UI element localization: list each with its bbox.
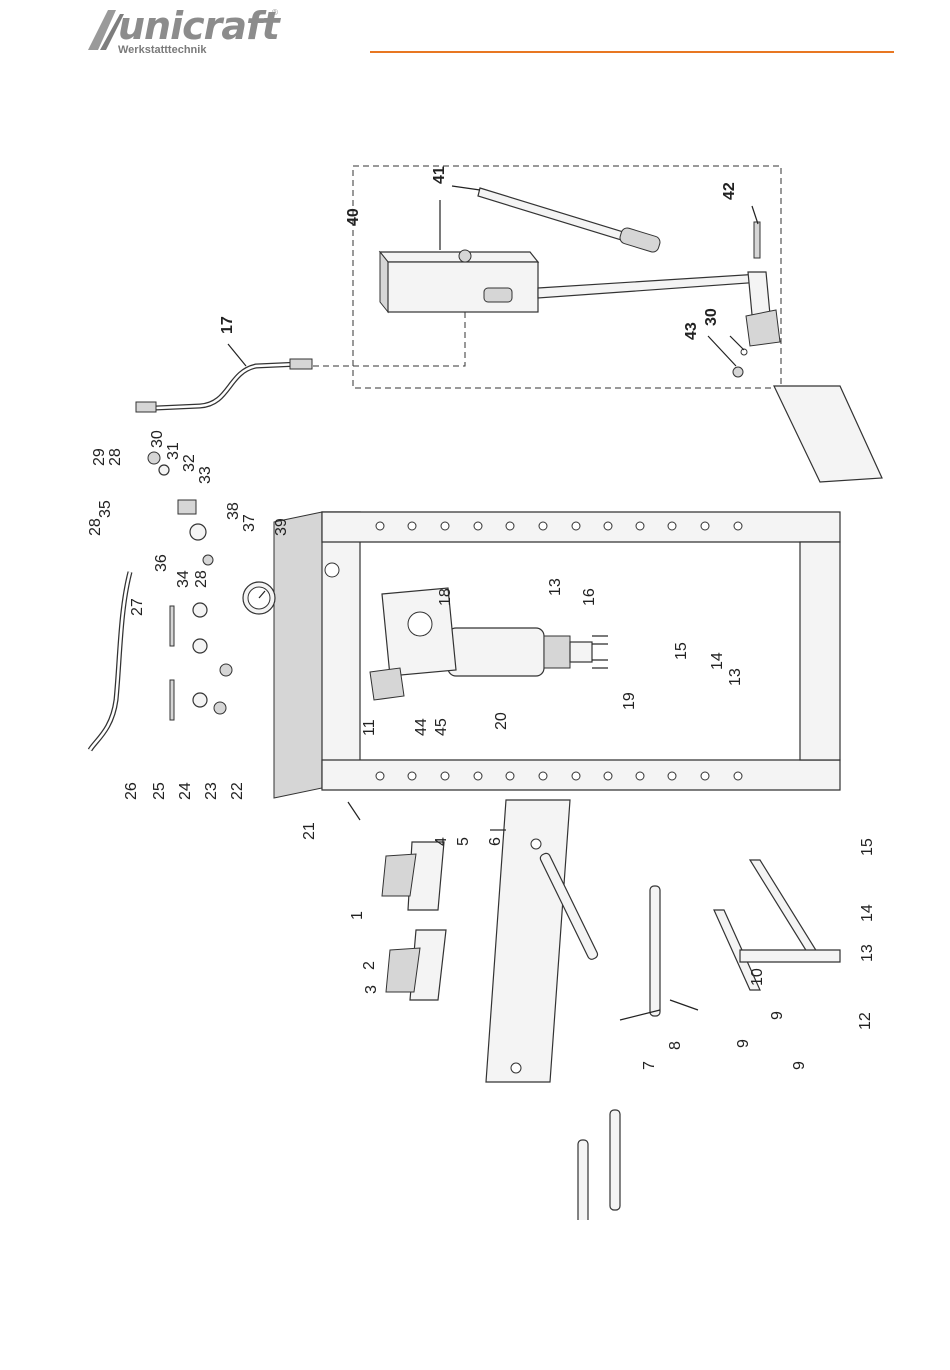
- callout-13c: 13: [859, 944, 876, 962]
- callout-14b: 14: [859, 904, 876, 922]
- callout-27: 27: [129, 598, 146, 616]
- callout-26: 26: [123, 782, 140, 800]
- header-rule: [370, 51, 894, 53]
- callout-16: 16: [581, 588, 598, 606]
- callout-5: 5: [455, 837, 472, 846]
- callout-29: 29: [91, 448, 108, 466]
- callout-18: 18: [437, 588, 454, 606]
- logo-tagline: Werkstatttechnik: [118, 44, 206, 56]
- callout-40: 40: [345, 208, 362, 226]
- callout-42: 42: [721, 182, 738, 200]
- callout-28a: 28: [107, 448, 124, 466]
- callout-28c: 28: [193, 570, 210, 588]
- pump-assembly-group: [308, 166, 781, 388]
- callout-15a: 15: [673, 642, 690, 660]
- callout-32: 32: [181, 454, 198, 472]
- v-block-tools: [382, 842, 446, 1000]
- pump-body: [388, 262, 538, 312]
- logo-wordmark: unicraft: [118, 4, 279, 48]
- hydraulic-cylinder: [448, 628, 608, 676]
- callout-10: 10: [749, 968, 766, 986]
- logo-registered-mark: ®: [272, 8, 278, 17]
- rear-leg: [774, 386, 882, 482]
- hydraulic-hose: [156, 364, 300, 408]
- callout-24: 24: [177, 782, 194, 800]
- callout-19: 19: [621, 692, 638, 710]
- callout-21: 21: [301, 822, 318, 840]
- callout-13a: 13: [547, 578, 564, 596]
- callout-15b: 15: [859, 838, 876, 856]
- frame-column-left: [322, 760, 840, 790]
- callout-41: 41: [431, 166, 448, 184]
- callout-9c: 9: [791, 1061, 808, 1070]
- callout-36: 36: [153, 554, 170, 572]
- callout-7: 7: [641, 1061, 658, 1070]
- frame-bottom-beam: [800, 542, 840, 760]
- callout-22: 22: [229, 782, 246, 800]
- callout-30b: 30: [149, 430, 166, 448]
- callout-31: 31: [165, 442, 182, 460]
- support-legs: [714, 386, 882, 990]
- callout-9a: 9: [735, 1039, 752, 1048]
- exploded-parts-diagram: 40 41 42 43 30 17 29 28 30 31 32 33 35 2…: [60, 140, 910, 1220]
- callout-37: 37: [241, 514, 258, 532]
- callout-13b: 13: [727, 668, 744, 686]
- callout-43: 43: [683, 322, 700, 340]
- callout-2: 2: [361, 961, 378, 970]
- callout-34: 34: [175, 570, 192, 588]
- callout-35: 35: [97, 500, 114, 518]
- pump-bolt: [754, 222, 760, 258]
- frame-column-right: [322, 512, 840, 542]
- callout-39: 39: [273, 518, 290, 536]
- callout-6: 6: [487, 837, 504, 846]
- unicraft-logo: unicraft ® Werkstatttechnik: [86, 6, 286, 62]
- callout-17: 17: [219, 316, 236, 334]
- callout-14a: 14: [709, 652, 726, 670]
- pump-handle-grip: [619, 227, 662, 254]
- callout-45: 45: [433, 718, 450, 736]
- callout-33: 33: [197, 466, 214, 484]
- page-header: unicraft ® Werkstatttechnik: [0, 0, 950, 70]
- callout-38: 38: [225, 502, 242, 520]
- callout-25: 25: [151, 782, 168, 800]
- callout-23: 23: [203, 782, 220, 800]
- callout-3: 3: [363, 985, 380, 994]
- frame-top-beam-end: [274, 512, 322, 798]
- frame-top-beam: [322, 512, 360, 788]
- callout-11: 11: [361, 719, 378, 736]
- callout-30a: 30: [703, 308, 720, 326]
- callout-28b: 28: [87, 518, 104, 536]
- callout-44: 44: [413, 718, 430, 736]
- callout-8: 8: [667, 1041, 684, 1050]
- callout-9b: 9: [769, 1011, 786, 1020]
- callout-4: 4: [433, 837, 450, 846]
- callout-20: 20: [493, 712, 510, 730]
- callout-12: 12: [857, 1012, 874, 1030]
- callout-1: 1: [349, 911, 366, 920]
